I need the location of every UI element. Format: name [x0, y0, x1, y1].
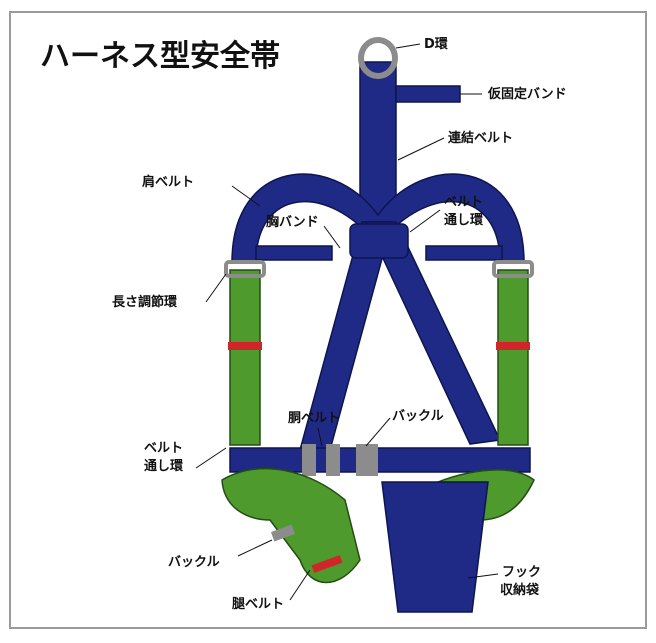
- leader-lines: [195, 43, 499, 601]
- label-belt-loop-lower-1: ベルト: [144, 441, 183, 456]
- chest-band-right: [425, 245, 503, 261]
- d-ring-shape: [358, 37, 398, 79]
- waist-loop-1: [302, 444, 316, 476]
- red-mark-left: [228, 342, 262, 350]
- label-shoulder-belt: 肩ベルト: [142, 174, 194, 190]
- side-strap-left: [229, 269, 261, 446]
- label-length-adjuster: 長さ調節環: [112, 294, 178, 310]
- label-temp-band: 仮固定バンド: [487, 86, 567, 102]
- waist-loop-2: [326, 444, 340, 476]
- label-waist-belt: 胴ベルト: [288, 411, 340, 426]
- chest-band-left: [255, 245, 333, 261]
- connecting-belt-strap: [359, 61, 397, 223]
- leg-buckle-shape: [270, 524, 296, 542]
- length-adjuster-right: [492, 260, 534, 278]
- red-mark-right: [496, 342, 530, 350]
- label-buckle-left: バックル: [168, 555, 220, 570]
- label-hook-bag-2: 収納袋: [500, 582, 540, 598]
- belt-loop-upper-shape: [349, 223, 409, 259]
- label-buckle-right: バックル: [392, 409, 444, 424]
- length-adjuster-left: [224, 260, 266, 278]
- label-belt-loop-lower-2: 通し環: [144, 458, 184, 474]
- red-mark-leg: [311, 555, 343, 573]
- label-hook-bag-1: フック: [502, 565, 541, 580]
- waist-buckle-shape: [356, 444, 378, 476]
- waist-belt-shape: [229, 447, 531, 473]
- side-strap-right: [497, 269, 529, 446]
- harness-illustration: [221, 37, 535, 613]
- label-connecting-belt: 連結ベルト: [448, 130, 513, 146]
- label-chest-band: 胸バンド: [266, 214, 319, 230]
- label-leg-belt: 腿ベルト: [232, 597, 284, 612]
- label-belt-loop-upper-2: 通し環: [444, 212, 484, 228]
- label-belt-loop-upper-1: ベルト: [444, 195, 483, 210]
- diagram-title: ハーネス型安全帯: [40, 39, 280, 74]
- hook-storage-bag-shape: [381, 481, 489, 613]
- label-d-ring: D環: [424, 37, 449, 52]
- temp-band-shape: [395, 85, 461, 103]
